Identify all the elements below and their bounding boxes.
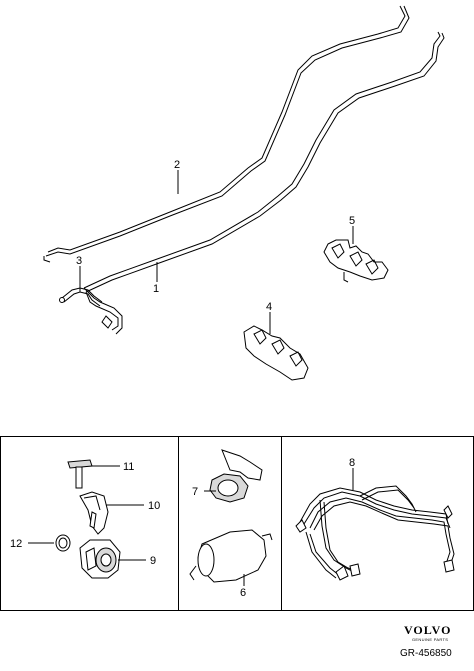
callout-7: 7 [192,486,198,498]
fuel-pipe-1 [83,31,445,335]
callout-2: 2 [174,159,180,171]
volvo-logo: VOLVO GENUINE PARTS [404,623,451,642]
part-3-pipe [59,287,103,307]
callout-3: 3 [76,255,82,267]
panel-c-part-8 [295,468,455,581]
part-4-clip [243,325,309,381]
panel-b-parts [189,449,273,586]
fuel-pipe-2 [43,5,410,263]
part-5-clip [323,239,389,283]
callout-9: 9 [150,555,156,567]
brand-tagline: GENUINE PARTS [412,637,448,642]
panel-a-parts [28,459,146,579]
callout-4: 4 [266,301,272,313]
callout-6: 6 [240,587,246,599]
callout-10: 10 [148,500,160,512]
callout-5: 5 [349,215,355,227]
reference-number: GR-456850 [400,648,452,659]
callout-1: 1 [153,283,159,295]
leaders-top [79,170,354,334]
callout-8: 8 [349,457,355,469]
brand-name: VOLVO [404,623,451,637]
callout-12: 12 [10,538,22,550]
callout-11: 11 [123,461,134,473]
